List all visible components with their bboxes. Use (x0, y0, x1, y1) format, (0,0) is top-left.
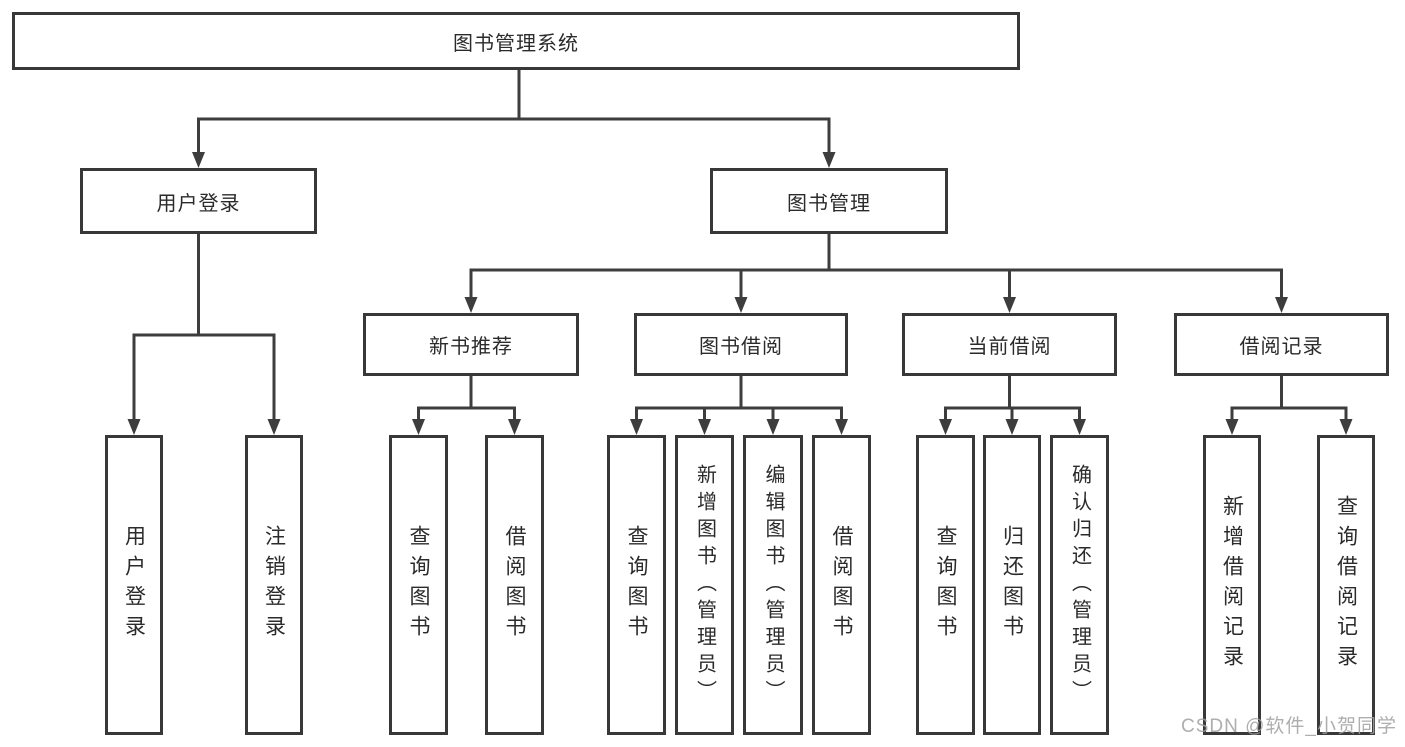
leaf-return-books: 归还图书 (983, 435, 1041, 735)
connector-login-to-leaves (127, 234, 281, 435)
leaf-add-borrow-record: 新增借阅记录 (1203, 435, 1261, 735)
connector-bookmgmt-to-level3 (464, 234, 1288, 313)
connector-currentborrow-to-leaves (939, 376, 1086, 435)
csdn-watermark: CSDN @软件_小贺同学 (1181, 716, 1397, 737)
leaf-query-books-borrow: 查询图书 (607, 435, 666, 735)
node-user-login: 用户登录 (80, 168, 317, 234)
node-book-management: 图书管理 (710, 168, 948, 234)
leaf-borrow-books-recommend: 借阅图书 (485, 435, 544, 735)
node-root-library-system: 图书管理系统 (12, 12, 1020, 70)
node-book-borrow: 图书借阅 (634, 313, 848, 376)
connector-bookborrow-to-leaves (630, 376, 848, 435)
connector-records-to-leaves (1225, 376, 1353, 435)
node-current-borrow: 当前借阅 (902, 313, 1117, 376)
leaf-add-books-admin: 新增图书（管理员） (675, 435, 734, 735)
leaf-confirm-return-admin: 确认归还（管理员） (1050, 435, 1109, 735)
connector-newbook-to-leaves (412, 376, 521, 435)
leaf-query-borrow-record: 查询借阅记录 (1317, 435, 1375, 735)
node-borrow-records: 借阅记录 (1174, 313, 1389, 376)
node-new-book-recommend: 新书推荐 (363, 313, 579, 376)
leaf-query-books-recommend: 查询图书 (389, 435, 448, 735)
leaf-edit-books-admin: 编辑图书（管理员） (743, 435, 803, 735)
leaf-borrow-books: 借阅图书 (812, 435, 871, 735)
leaf-logout: 注销登录 (245, 435, 303, 735)
leaf-query-books-current: 查询图书 (916, 435, 975, 735)
leaf-user-login: 用户登录 (105, 435, 163, 735)
connector-root-to-level2 (192, 69, 836, 168)
